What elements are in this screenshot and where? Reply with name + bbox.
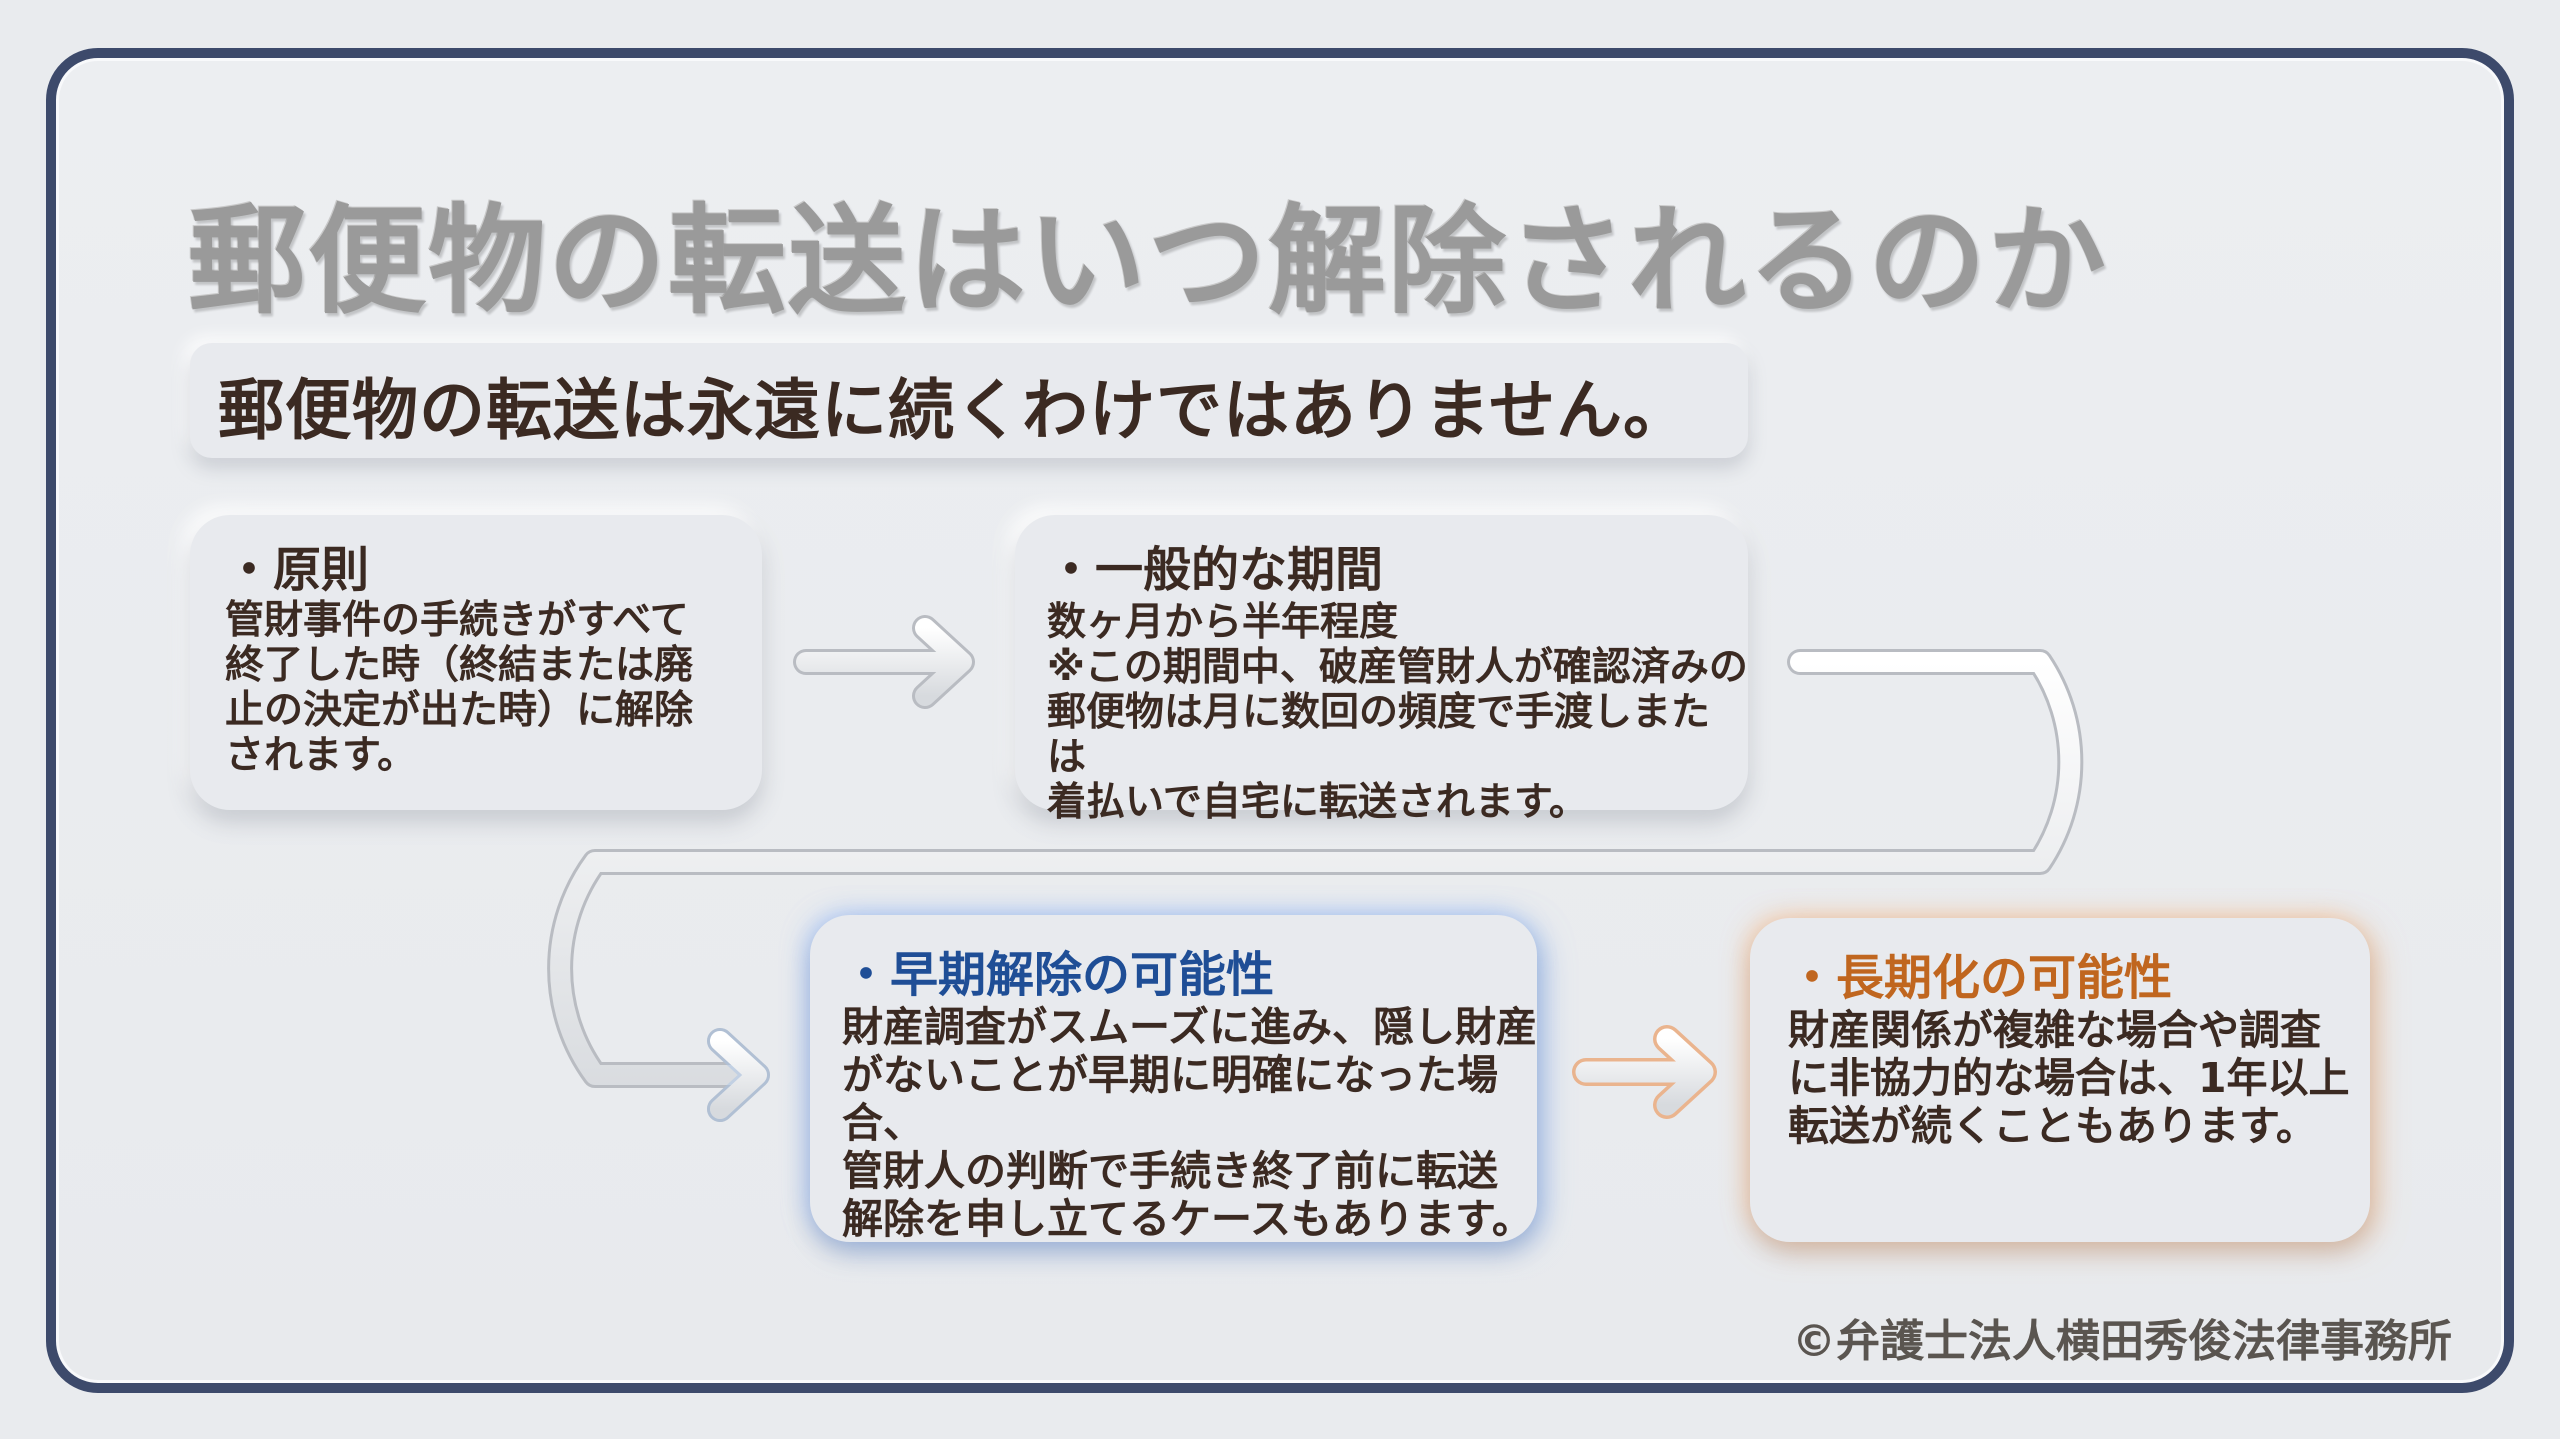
card-body: 管財事件の手続きがすべて 終了した時（終結または廃 止の決定が出た時）に解除 さ… xyxy=(225,598,694,778)
card-heading: ・長期化の可能性 xyxy=(1788,950,2173,1006)
card-heading: ・一般的な期間 xyxy=(1047,542,1384,598)
card-typical-period: ・一般的な期間 数ヶ月から半年程度 ※この期間中、破産管財人が確認済みの 郵便物… xyxy=(1015,515,1748,825)
card-body: 数ヶ月から半年程度 ※この期間中、破産管財人が確認済みの 郵便物は月に数回の頻度… xyxy=(1047,600,1748,825)
card-principle: ・原則 管財事件の手続きがすべて 終了した時（終結または廃 止の決定が出た時）に… xyxy=(190,515,762,810)
card-body: 財産調査がスムーズに進み、隠し財産 がないことが早期に明確になった場合、 管財人… xyxy=(842,1003,1537,1243)
card-body: 財産関係が複雑な場合や調査 に非協力的な場合は、1年以上 転送が続くこともありま… xyxy=(1788,1006,2350,1150)
subtitle-text: 郵便物の転送は永遠に続くわけではありません。 xyxy=(218,372,1691,449)
card-prolonged: ・長期化の可能性 財産関係が複雑な場合や調査 に非協力的な場合は、1年以上 転送… xyxy=(1750,918,2370,1242)
copyright-footer: ©弁護士法人横田秀俊法律事務所 xyxy=(1792,1316,2452,1367)
subtitle-box: 郵便物の転送は永遠に続くわけではありません。 xyxy=(190,343,1748,458)
page-title: 郵便物の転送はいつ解除されるのか xyxy=(188,192,2109,330)
card-heading: ・原則 xyxy=(225,542,370,598)
card-heading: ・早期解除の可能性 xyxy=(842,947,1275,1003)
card-early-release: ・早期解除の可能性 財産調査がスムーズに進み、隠し財産 がないことが早期に明確に… xyxy=(810,915,1537,1243)
